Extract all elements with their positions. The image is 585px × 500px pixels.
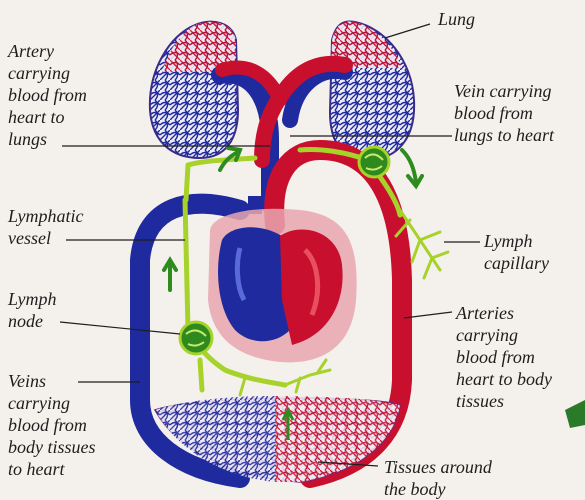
left-lung [150,22,238,158]
decorative-green-edge [565,400,585,428]
label-artery-to-lungs: Artery carrying blood from heart to lung… [8,40,87,150]
label-vein-from-lungs: Vein carrying blood from lungs to heart [454,80,554,146]
label-lymph-capillary: Lymph capillary [484,230,549,274]
right-lung [330,22,414,160]
label-lymph-node: Lymph node [8,288,56,332]
label-tissues-around-body: Tissues around the body [384,456,492,500]
lymph-node-lower [180,322,212,354]
label-lymphatic-vessel: Lymphatic vessel [8,205,83,249]
label-lung: Lung [438,8,475,30]
lymph-node-upper [359,147,389,177]
label-veins-from-body: Veins carrying blood from body tissues t… [8,370,96,480]
label-arteries-to-body: Arteries carrying blood from heart to bo… [456,302,552,412]
